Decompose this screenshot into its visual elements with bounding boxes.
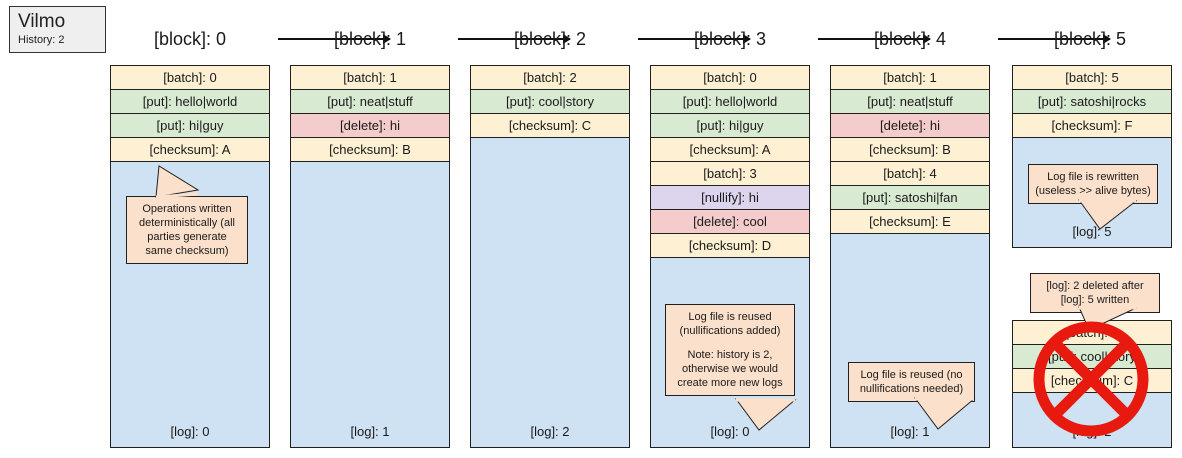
log-row: [delete]: hi (831, 114, 989, 138)
log-column-1: [batch]: 1 [put]: neat|stuff [delete]: h… (290, 65, 450, 448)
log-row: [batch]: 2 (471, 66, 629, 90)
flow-block-0: [block]: 0 (153, 28, 227, 49)
log-file-label: [log]: 1 (890, 424, 930, 439)
app-title: Vilmo (18, 11, 66, 32)
log-row: [checksum]: C (1013, 369, 1171, 393)
log-file-0[interactable]: [batch]: 0 [put]: hello|world [put]: hi|… (110, 65, 270, 448)
log-row: [delete]: cool (651, 210, 809, 234)
log-row: [put]: cool|story (1013, 345, 1171, 369)
log-entries-5: [batch]: 5 [put]: satoshi|rocks [checksu… (1013, 66, 1171, 138)
log-row: [batch]: 0 (111, 66, 269, 90)
log-entries-2: [batch]: 2 [put]: cool|story [checksum]:… (471, 66, 629, 138)
deleted-log-file[interactable]: [batch]: 2 [put]: cool|story [checksum]:… (1012, 320, 1172, 448)
log-column-2: [batch]: 2 [put]: cool|story [checksum]:… (470, 65, 630, 448)
log-row: [put]: neat|stuff (291, 90, 449, 114)
log-file-1[interactable]: [batch]: 1 [put]: neat|stuff [delete]: h… (290, 65, 450, 448)
callout-4: Log file is reused (no nullifications ne… (848, 362, 975, 402)
log-row: [batch]: 4 (831, 162, 989, 186)
log-row: [put]: cool|story (471, 90, 629, 114)
callout-0: Operations written deterministically (al… (126, 196, 248, 264)
log-row: [put]: hello|world (111, 90, 269, 114)
log-row: [put]: satoshi|rocks (1013, 90, 1171, 114)
log-file-label: [log]: 0 (710, 424, 750, 439)
log-row: [checksum]: C (471, 114, 629, 138)
log-row: [put]: neat|stuff (831, 90, 989, 114)
callout-text: Operations written deterministically (al… (139, 203, 235, 257)
callout-text: Log file is reused (nullifications added… (679, 311, 781, 337)
log-file-label: [log]: 2 (1072, 424, 1112, 439)
app-history-label: History: 2 (18, 34, 65, 46)
flow-arrow-4-5 (998, 34, 1111, 44)
log-row: [checksum]: A (651, 138, 809, 162)
flow-block-4: [block]: 4 (873, 28, 947, 49)
log-row: [checksum]: F (1013, 114, 1171, 138)
log-row: [put]: hi|guy (651, 114, 809, 138)
log-file-label: [log]: 2 (530, 424, 570, 439)
flow-block-2: [block]: 2 (513, 28, 587, 49)
deleted-log-column: [batch]: 2 [put]: cool|story [checksum]:… (1012, 320, 1172, 448)
log-row: [batch]: 1 (831, 66, 989, 90)
log-column-5: [batch]: 5 [put]: satoshi|rocks [checksu… (1012, 65, 1172, 248)
log-file-label: [log]: 1 (350, 424, 390, 439)
deleted-log-entries: [batch]: 2 [put]: cool|story [checksum]:… (1013, 321, 1171, 393)
log-file-label: [log]: 0 (170, 424, 210, 439)
log-row: [put]: satoshi|fan (831, 186, 989, 210)
callout-text: Log file is rewritten (useless >> alive … (1035, 171, 1151, 197)
callout-3: Log file is reused (nullifications added… (665, 304, 795, 396)
log-entries-3: [batch]: 0 [put]: hello|world [put]: hi|… (651, 66, 809, 258)
flow-arrow-1-2 (458, 34, 571, 44)
block-flow-header: [block]: 0 [block]: 1 [block]: 2 [block]… (110, 25, 1174, 53)
callout-5: Log file is rewritten (useless >> alive … (1028, 164, 1158, 204)
log-row: [nullify]: hi (651, 186, 809, 210)
callout-tail-0 (154, 164, 204, 199)
log-row: [checksum]: D (651, 234, 809, 258)
flow-block-3: [block]: 3 (693, 28, 767, 49)
log-entries-1: [batch]: 1 [put]: neat|stuff [delete]: h… (291, 66, 449, 162)
callout-tail-deleted-log (1078, 306, 1140, 331)
flow-arrow-2-3 (638, 34, 751, 44)
log-row: [delete]: hi (291, 114, 449, 138)
callout-deleted-log: [log]: 2 deleted after [log]: 5 written (1030, 273, 1160, 313)
log-row: [batch]: 1 (291, 66, 449, 90)
log-row: [batch]: 0 (651, 66, 809, 90)
callout-text: [log]: 2 deleted after [log]: 5 written (1046, 280, 1144, 306)
log-file-2[interactable]: [batch]: 2 [put]: cool|story [checksum]:… (470, 65, 630, 448)
callout-tail-4 (913, 397, 976, 430)
callout-text: Note: history is 2, otherwise we would c… (677, 349, 783, 389)
log-row: [batch]: 5 (1013, 66, 1171, 90)
callout-text: Log file is reused (no nullifications ne… (859, 369, 964, 395)
log-row: [checksum]: A (111, 138, 269, 162)
flow-block-1: [block]: 1 (333, 28, 407, 49)
app-title-box: Vilmo History: 2 (9, 6, 106, 53)
callout-tail-5 (1078, 199, 1140, 230)
log-column-3: [batch]: 0 [put]: hello|world [put]: hi|… (650, 65, 810, 448)
log-row: [checksum]: B (831, 138, 989, 162)
log-row: [checksum]: E (831, 210, 989, 234)
flow-block-5: [block]: 5 (1053, 28, 1127, 49)
log-row: [put]: hello|world (651, 90, 809, 114)
log-row: [checksum]: B (291, 138, 449, 162)
log-row: [put]: hi|guy (111, 114, 269, 138)
log-row: [batch]: 3 (651, 162, 809, 186)
log-column-4: [batch]: 1 [put]: neat|stuff [delete]: h… (830, 65, 990, 448)
callout-tail-3 (734, 398, 797, 431)
flow-arrow-0-1 (278, 34, 391, 44)
log-entries-4: [batch]: 1 [put]: neat|stuff [delete]: h… (831, 66, 989, 234)
log-entries-0: [batch]: 0 [put]: hello|world [put]: hi|… (111, 66, 269, 162)
log-column-0: [batch]: 0 [put]: hello|world [put]: hi|… (110, 65, 270, 448)
flow-arrow-3-4 (818, 34, 931, 44)
